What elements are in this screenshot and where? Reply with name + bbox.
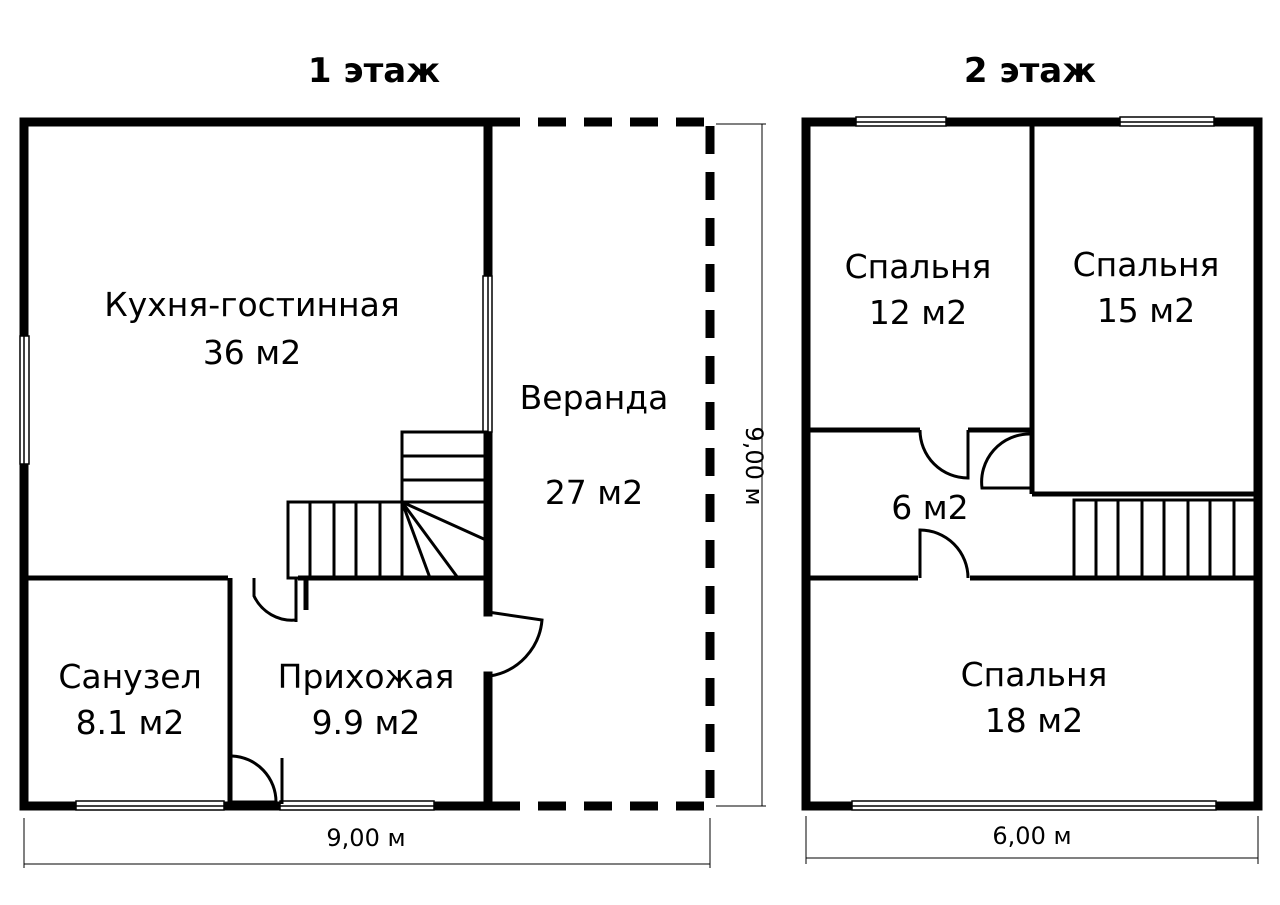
floor-2-windows: [851, 116, 1217, 811]
room-area-bathroom: 8.1 м2: [76, 703, 185, 742]
floor-1: Кухня-гостинная 36 м2 Веранда 27 м2 Сану…: [19, 51, 768, 868]
floor-1-dimensions: [23, 123, 766, 868]
floor-2-width-label: 6,00 м: [992, 822, 1071, 850]
room-name-kitchen: Кухня-гостинная: [104, 285, 399, 324]
floor-2-dimensions: [805, 816, 1259, 864]
room-area-bedroom-1: 12 м2: [869, 293, 967, 332]
floor-2-room-labels: Спальня 12 м2 Спальня 15 м2 6 м2 Спальня…: [845, 245, 1220, 740]
room-name-bedroom-1: Спальня: [845, 247, 992, 286]
room-name-hallway: Прихожая: [278, 657, 455, 696]
floor-1-room-labels: Кухня-гостинная 36 м2 Веранда 27 м2 Сану…: [58, 285, 668, 742]
room-area-bedroom-3: 18 м2: [985, 701, 1083, 740]
room-area-landing: 6 м2: [891, 488, 968, 527]
floor-1-title: 1 этаж: [308, 51, 440, 91]
room-area-veranda: 27 м2: [545, 473, 643, 512]
room-area-hallway: 9.9 м2: [312, 703, 421, 742]
floor-2-doors: [918, 429, 1031, 579]
room-name-bedroom-2: Спальня: [1073, 245, 1220, 284]
floor-1-doors: [230, 578, 544, 804]
floor-2-stairs: [1072, 498, 1258, 580]
veranda-dashed-wall: [492, 117, 715, 811]
room-name-veranda: Веранда: [520, 378, 669, 417]
room-area-bedroom-2: 15 м2: [1097, 291, 1195, 330]
room-name-bedroom-3: Спальня: [961, 655, 1108, 694]
floor-2-interior-walls: [808, 124, 1256, 581]
floor-1-windows: [19, 275, 493, 811]
room-name-bathroom: Санузел: [58, 657, 201, 696]
room-area-kitchen: 36 м2: [203, 333, 301, 372]
floor-2: Спальня 12 м2 Спальня 15 м2 6 м2 Спальня…: [801, 51, 1263, 864]
floor-1-width-label: 9,00 м: [326, 824, 405, 852]
floor-1-stairs: [286, 430, 488, 580]
floor-1-height-label: 9,00 м: [740, 426, 768, 505]
floor-2-title: 2 этаж: [964, 51, 1096, 91]
